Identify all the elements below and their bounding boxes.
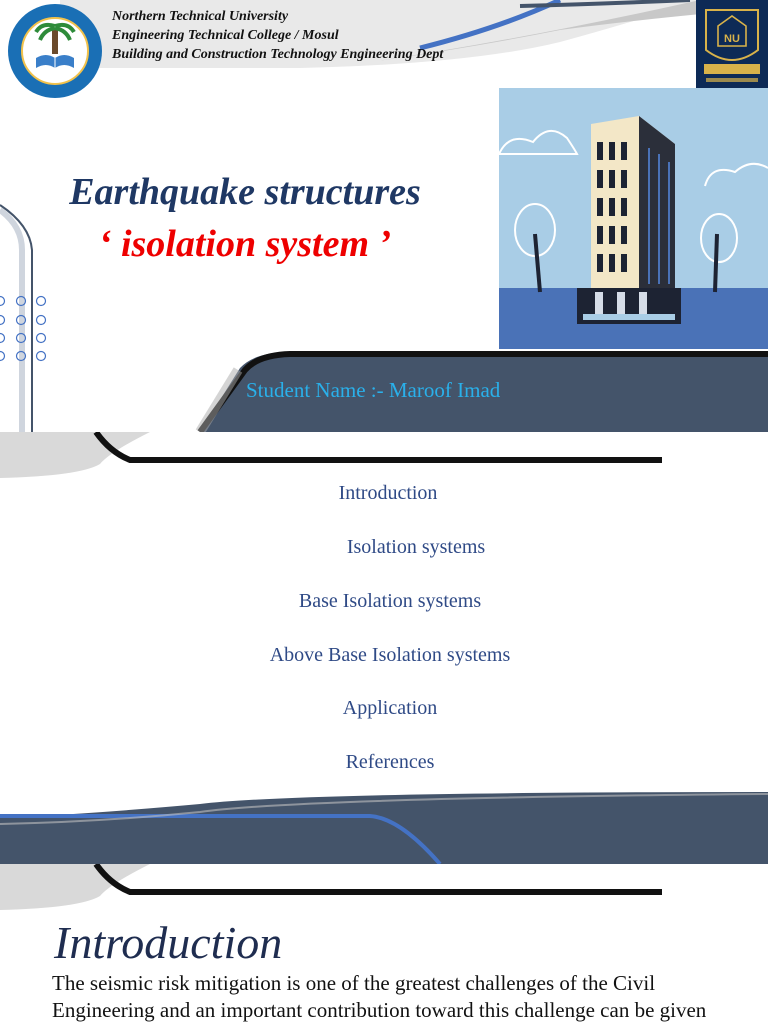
university-crest-icon: NU [696,0,768,88]
toc-item-base-isolation-systems[interactable]: Base Isolation systems [298,590,482,612]
presentation-title: Earthquake structures [69,171,421,213]
slide-decoration [0,432,768,864]
student-name: Student Name :- Maroof Imad [246,378,501,402]
slide-decoration [0,864,662,910]
contents-slide: Introduction Isolation systems Base Isol… [0,432,768,864]
title-slide: NU Northern Technical University Enginee… [0,0,768,432]
toc-item-above-base-isolation-systems[interactable]: Above Base Isolation systems [269,644,511,666]
section-body: The seismic risk mitigation is one of th… [52,971,707,1022]
toc-item-application[interactable]: Application [342,697,438,719]
slide-decoration [0,0,768,432]
section-heading: Introduction [54,917,283,968]
toc-item-references[interactable]: References [345,751,435,773]
college-seal-icon [8,4,102,98]
toc-item-introduction[interactable]: Introduction [338,482,438,504]
toc-item-isolation-systems[interactable]: Isolation systems [346,536,486,558]
department-name: Building and Construction Technology Eng… [112,47,444,62]
presentation-subtitle: ‘ isolation system ’ [98,223,392,265]
base-isolated-building-icon [499,88,768,349]
introduction-slide: Introduction The seismic risk mitigation… [0,864,768,1024]
svg-text:NU: NU [724,33,740,45]
university-name: Northern Technical University [112,9,289,24]
college-name: Engineering Technical College / Mosul [112,28,339,43]
